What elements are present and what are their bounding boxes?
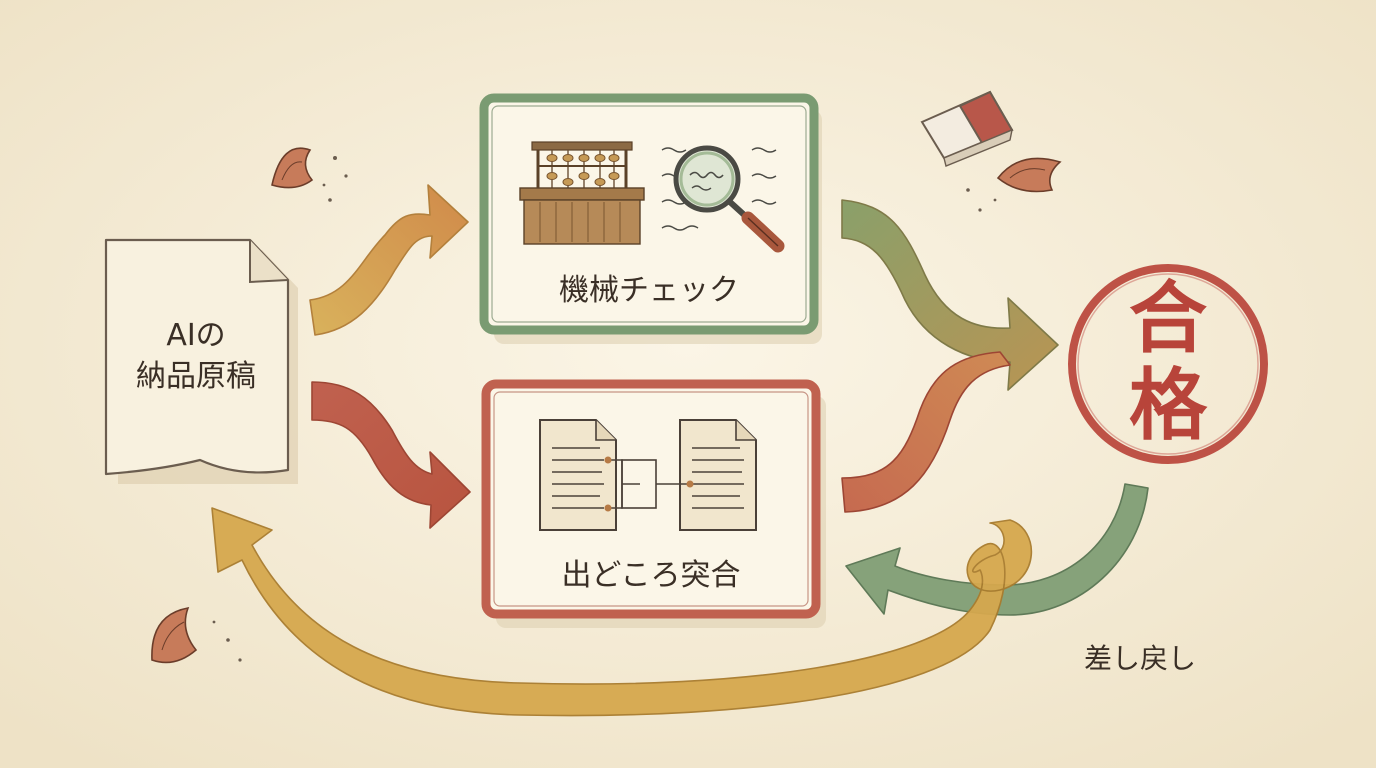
source-document-fold xyxy=(249,240,289,284)
pencil-shaving-icon xyxy=(996,157,1062,193)
magnifier-icon xyxy=(661,145,785,253)
machine-check-inner-line xyxy=(491,105,807,323)
eraser-icon xyxy=(920,90,1014,167)
source-document-page xyxy=(104,238,290,476)
arrow-machine-check-to-pass xyxy=(841,199,1059,391)
source-check-box: 出どころ突合 xyxy=(481,379,826,628)
machine-check-box: 機械チェック xyxy=(479,93,822,344)
source-label-line2: 納品原稿 xyxy=(136,359,256,394)
eraser-crumbs xyxy=(212,156,997,662)
source-document: AIの 納品原稿 xyxy=(104,238,298,484)
source-label-line1: AIの xyxy=(166,318,225,353)
pass-stamp-char1: 合 xyxy=(1129,273,1207,364)
pencil-shaving-icon xyxy=(151,606,198,664)
arrow-send-back-gold xyxy=(211,507,1033,717)
pass-stamp-ring xyxy=(1068,264,1268,464)
pass-stamp: 合 格 xyxy=(1068,264,1268,464)
pass-stamp-char2: 格 xyxy=(1129,360,1208,451)
machine-check-label: 機械チェック xyxy=(559,273,739,308)
send-back-label: 差し戻し xyxy=(1084,642,1196,675)
pencil-shaving-icon xyxy=(271,147,314,189)
arrow-source-to-machine-check xyxy=(309,184,469,336)
abacus-icon xyxy=(519,141,645,245)
arrow-send-back-green xyxy=(845,483,1149,616)
arrow-source-to-source-check xyxy=(311,381,471,529)
pass-stamp-ring-inner xyxy=(1077,273,1259,455)
document-compare-icon xyxy=(539,419,757,531)
arrow-source-check-to-pass xyxy=(841,351,1011,513)
source-check-inner-line xyxy=(493,391,809,607)
source-check-label: 出どころ突合 xyxy=(561,558,740,593)
